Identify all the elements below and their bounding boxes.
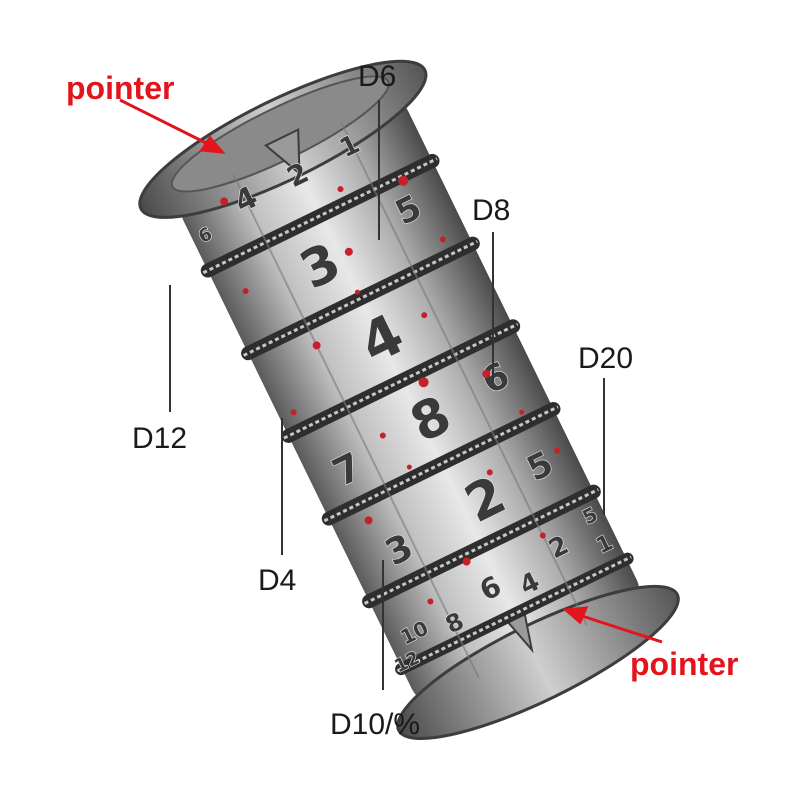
leader-lines bbox=[169, 100, 605, 690]
pointer-label-bottom: pointer bbox=[630, 646, 739, 682]
label-d10: D10/% bbox=[330, 708, 421, 741]
pointer-arrows bbox=[119, 98, 663, 644]
pointer-label-top: pointer bbox=[66, 70, 175, 106]
ring-divider bbox=[362, 484, 601, 609]
pointer-arrow-line-top bbox=[119, 98, 213, 148]
red-splatter bbox=[220, 175, 561, 605]
label-d4: D4 bbox=[258, 564, 297, 597]
label-d6: D6 bbox=[358, 60, 397, 93]
cylinder-body bbox=[180, 94, 640, 706]
label-d20: D20 bbox=[578, 342, 634, 375]
pointer-arrowhead-bottom bbox=[562, 606, 589, 625]
ring-divider bbox=[321, 402, 561, 526]
face-number: 6 bbox=[476, 355, 516, 403]
label-d12: D12 bbox=[132, 422, 188, 455]
pointer-arrowhead-top bbox=[199, 135, 226, 154]
pointer-arrow-line-bottom bbox=[575, 612, 663, 644]
label-d8: D8 bbox=[472, 194, 511, 227]
facet-edges bbox=[232, 121, 588, 679]
top-pointer-arrow bbox=[263, 128, 301, 176]
ring-divider bbox=[281, 319, 521, 443]
